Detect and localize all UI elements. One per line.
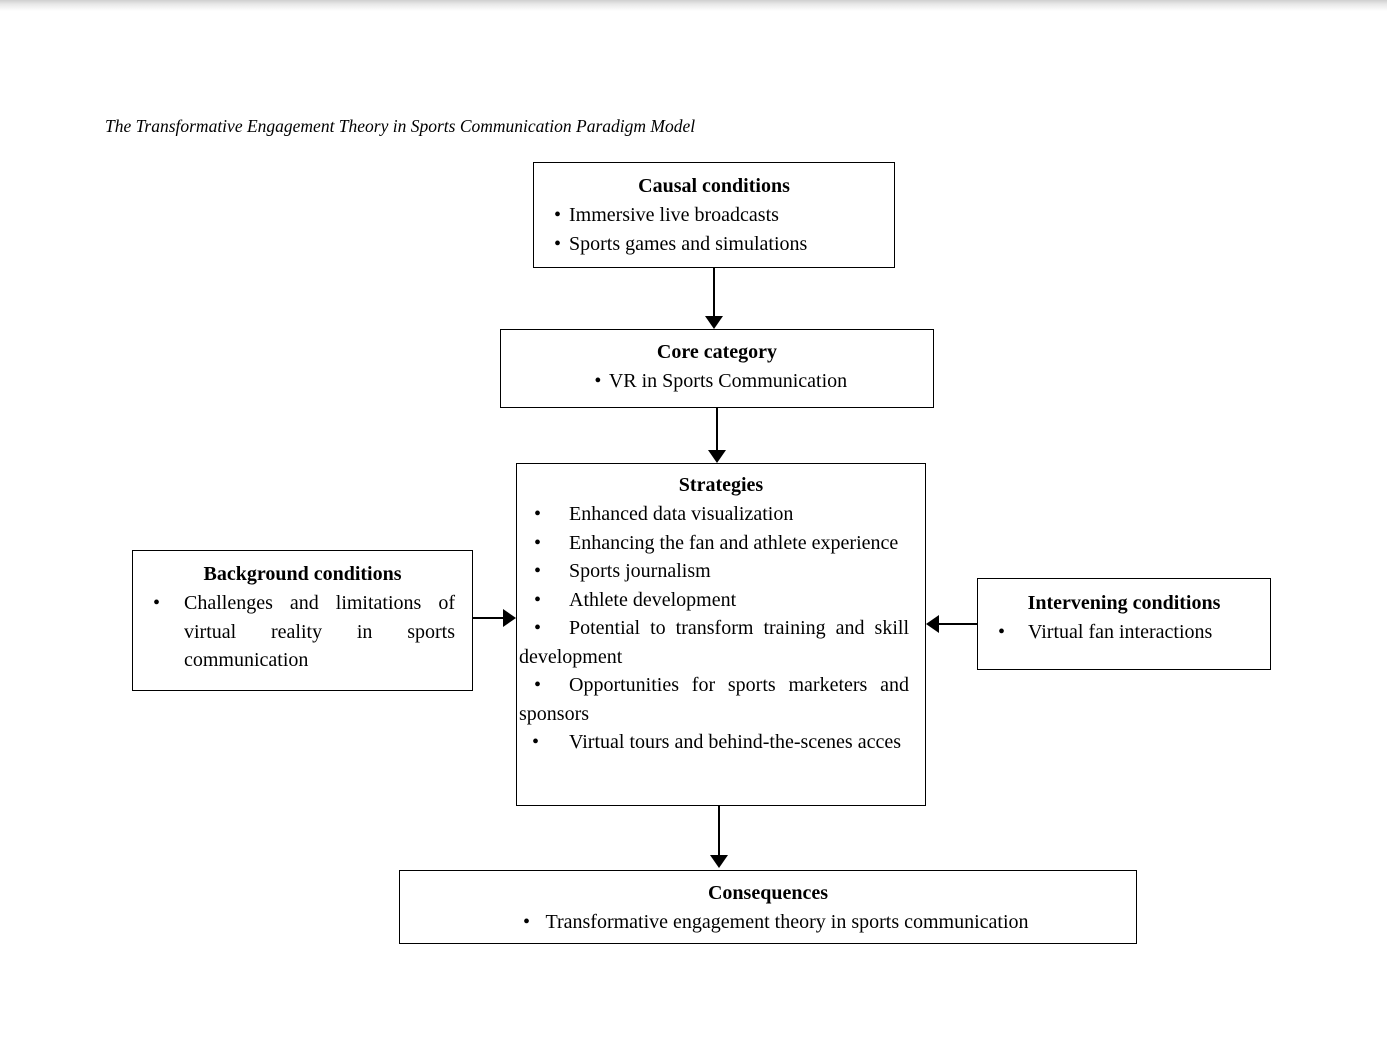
- bullet-item: Potential to transform training and skil…: [517, 614, 925, 671]
- arrow-shaft: [717, 806, 721, 857]
- core-category-title: Core category: [656, 341, 778, 363]
- arrow-head-right-icon: [503, 609, 516, 627]
- arrow-head-down-icon: [708, 450, 726, 463]
- bullet-item: Enhancing the fan and athlete experience: [517, 529, 925, 558]
- background-conditions-box: Background conditions Challenges and lim…: [132, 550, 473, 691]
- intervening-conditions-box: Intervening conditions Virtual fan inter…: [977, 578, 1271, 670]
- core-category-box: Core category VR in Sports Communication: [500, 329, 934, 408]
- intervening-conditions-title: Intervening conditions: [1027, 592, 1221, 614]
- arrow-background-to-strategies-icon: [473, 609, 516, 627]
- page-top-shadow: [0, 0, 1387, 11]
- causal-conditions-title: Causal conditions: [638, 175, 790, 197]
- arrow-strategies-to-consequences-icon: [710, 806, 728, 868]
- bullet-item: Transformative engagement theory in spor…: [400, 908, 1136, 937]
- arrow-head-down-icon: [710, 855, 728, 868]
- bullet-item: Enhanced data visualization: [517, 500, 925, 529]
- consequences-title: Consequences: [707, 882, 828, 904]
- causal-conditions-box: Causal conditions Immersive live broadca…: [533, 162, 895, 268]
- arrow-core-to-strategies-icon: [708, 408, 726, 463]
- arrow-shaft: [473, 616, 505, 620]
- bullet-item: Virtual fan interactions: [978, 618, 1270, 647]
- strategies-box: Strategies Enhanced data visualization E…: [516, 463, 926, 806]
- arrow-shaft: [712, 268, 716, 318]
- bullet-item: VR in Sports Communication: [501, 367, 933, 396]
- arrow-shaft: [715, 408, 719, 452]
- bullet-item: Opportunities for sports marketers and s…: [517, 671, 925, 728]
- bullet-item: Athlete development: [517, 586, 925, 615]
- arrow-head-down-icon: [705, 316, 723, 329]
- arrow-causal-to-core-icon: [705, 268, 723, 329]
- bullet-item: Sports journalism: [517, 557, 925, 586]
- bullet-item: Virtual tours and behind-the-scenes acce…: [517, 728, 925, 757]
- bullet-item: Challenges and limitations of virtual re…: [133, 589, 472, 675]
- bullet-item: Sports games and simulations: [534, 230, 894, 259]
- bullet-item: Immersive live broadcasts: [534, 201, 894, 230]
- background-conditions-title: Background conditions: [203, 563, 402, 585]
- figure-title: The Transformative Engagement Theory in …: [105, 116, 696, 136]
- arrow-intervening-to-strategies-icon: [926, 615, 977, 633]
- strategies-title: Strategies: [678, 474, 764, 496]
- arrow-shaft: [937, 622, 977, 626]
- arrow-head-left-icon: [926, 615, 939, 633]
- consequences-box: Consequences Transformative engagement t…: [399, 870, 1137, 944]
